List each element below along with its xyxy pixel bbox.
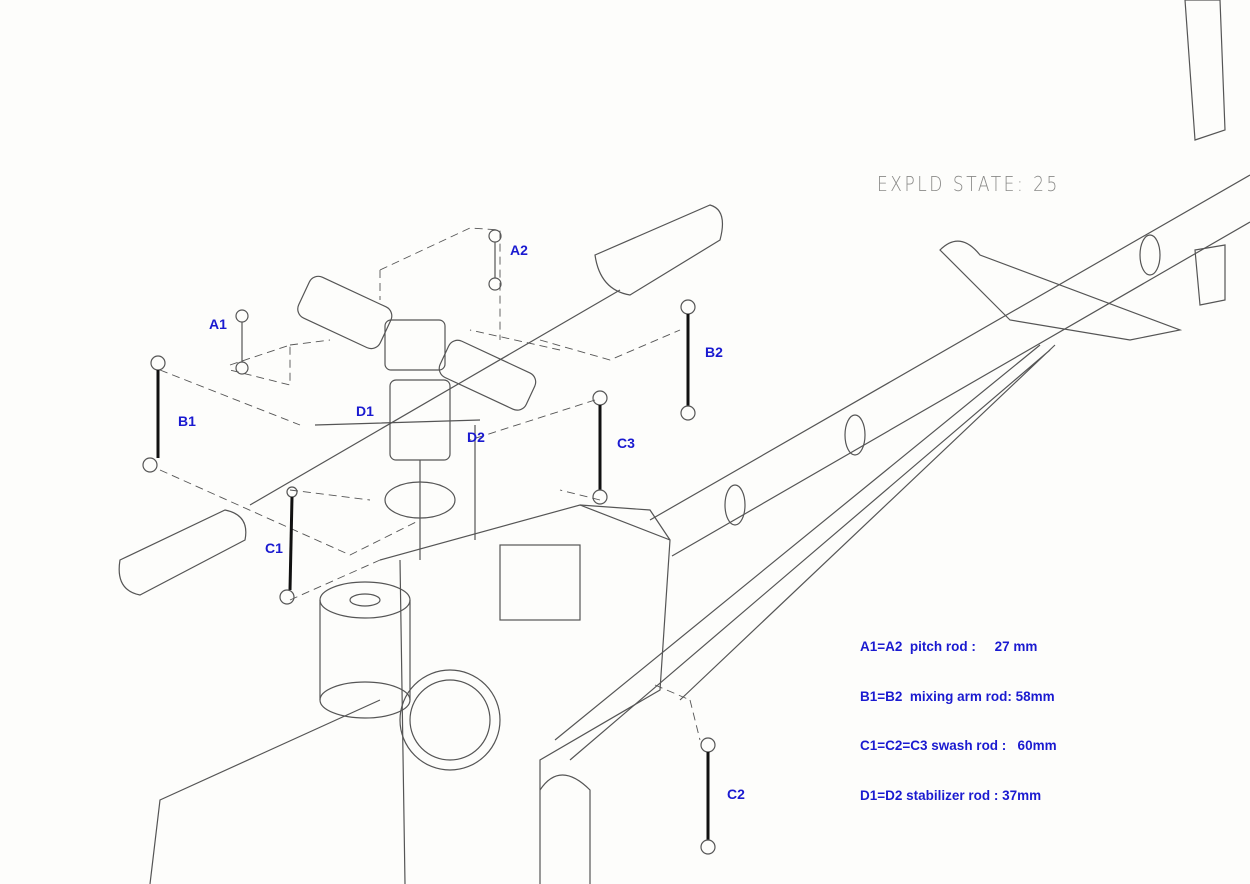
rotor-head bbox=[297, 275, 537, 560]
rod-b2 bbox=[680, 299, 696, 421]
rod-c1 bbox=[279, 486, 298, 605]
rod-b1 bbox=[142, 355, 166, 473]
label-a1: A1 bbox=[209, 316, 227, 332]
rod-c3 bbox=[592, 390, 608, 505]
explode-state-label: EXPLD STATE: 25 bbox=[877, 172, 1060, 196]
tail-boom bbox=[554, 174, 1250, 761]
assembly-lines bbox=[159, 227, 701, 741]
label-c2: C2 bbox=[727, 786, 745, 802]
rod-a1 bbox=[235, 309, 249, 375]
legend-line-d: D1=D2 stabilizer rod : 37mm bbox=[860, 787, 1042, 803]
rod-length-legend: A1=A2 pitch rod : 27 mm B1=B2 mixing arm… bbox=[860, 606, 1057, 837]
main-blades bbox=[118, 204, 723, 596]
main-frame bbox=[149, 504, 671, 884]
rods bbox=[142, 229, 716, 855]
vertical-fin bbox=[1184, 0, 1226, 306]
label-c3: C3 bbox=[617, 435, 635, 451]
label-a2: A2 bbox=[510, 242, 528, 258]
rod-c2 bbox=[700, 737, 716, 855]
rod-a2 bbox=[488, 229, 502, 291]
label-d1: D1 bbox=[356, 403, 374, 419]
legend-line-c: C1=C2=C3 swash rod : 60mm bbox=[860, 738, 1057, 753]
label-b2: B2 bbox=[705, 344, 723, 360]
label-d2: D2 bbox=[467, 429, 485, 445]
label-b1: B1 bbox=[178, 413, 196, 429]
motor bbox=[319, 581, 411, 719]
legend-line-a: A1=A2 pitch rod : 27 mm bbox=[860, 639, 1038, 654]
horizontal-stabilizer bbox=[939, 240, 1183, 341]
label-c1: C1 bbox=[265, 540, 283, 556]
legend-line-b: B1=B2 mixing arm rod: 58mm bbox=[860, 688, 1055, 704]
